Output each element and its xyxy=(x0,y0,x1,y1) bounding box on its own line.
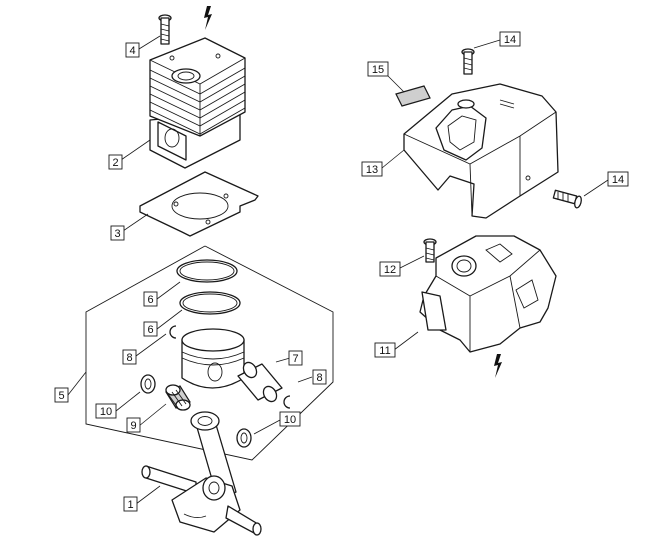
svg-text:6: 6 xyxy=(147,294,153,306)
callout-6-lower: 6 xyxy=(143,321,158,337)
svg-text:11: 11 xyxy=(379,345,390,357)
callout-15: 15 xyxy=(367,61,389,77)
svg-text:2: 2 xyxy=(112,157,118,169)
cover-screw-top xyxy=(461,48,475,75)
callout-8-right: 8 xyxy=(312,369,327,385)
svg-text:10: 10 xyxy=(100,406,112,418)
callout-1: 1 xyxy=(123,496,138,512)
svg-text:15: 15 xyxy=(372,64,384,76)
needle-bearing xyxy=(165,384,191,411)
svg-text:12: 12 xyxy=(384,264,396,276)
callout-5: 5 xyxy=(54,387,69,403)
crankshaft xyxy=(141,411,262,536)
svg-text:7: 7 xyxy=(292,353,298,365)
svg-text:9: 9 xyxy=(130,420,136,432)
callout-14-top: 14 xyxy=(499,31,521,47)
lightning-arrow-icon xyxy=(494,354,502,378)
svg-text:14: 14 xyxy=(504,34,516,46)
svg-text:3: 3 xyxy=(114,228,120,240)
callout-3: 3 xyxy=(110,225,125,241)
callout-14-side: 14 xyxy=(607,171,629,187)
callout-7: 7 xyxy=(288,350,303,366)
lightning-arrow-icon xyxy=(204,6,212,30)
svg-text:4: 4 xyxy=(129,45,135,57)
leader-lines xyxy=(67,35,609,505)
svg-text:5: 5 xyxy=(58,390,64,402)
shroud-screw xyxy=(423,238,437,263)
callout-12: 12 xyxy=(379,261,401,277)
callout-9: 9 xyxy=(126,417,141,433)
piston-kit-frame xyxy=(85,245,334,461)
callout-10-right: 10 xyxy=(279,411,301,427)
piston-pin xyxy=(237,361,283,403)
callout-2: 2 xyxy=(108,154,123,170)
piston xyxy=(181,328,245,389)
cylinder-gasket xyxy=(139,171,259,237)
circlip-right xyxy=(283,395,291,409)
callout-8-left: 8 xyxy=(122,349,137,365)
callout-6-upper: 6 xyxy=(143,291,158,307)
svg-text:8: 8 xyxy=(316,372,322,384)
thrust-washer-left xyxy=(140,374,156,394)
svg-text:1: 1 xyxy=(127,499,133,511)
cylinder-shroud xyxy=(419,235,557,353)
callout-11: 11 xyxy=(374,342,396,358)
svg-text:13: 13 xyxy=(366,164,378,176)
piston-ring-upper xyxy=(176,259,238,283)
circlip-upper xyxy=(169,325,177,339)
callout-4: 4 xyxy=(125,42,140,58)
svg-text:8: 8 xyxy=(126,352,132,364)
svg-text:6: 6 xyxy=(147,324,153,336)
svg-text:14: 14 xyxy=(612,174,624,186)
thrust-washer-right xyxy=(236,428,252,448)
cover-screw-side xyxy=(552,189,582,209)
callout-10-left: 10 xyxy=(95,403,117,419)
piston-ring-lower xyxy=(179,291,241,315)
decal-label xyxy=(395,85,431,107)
callout-13: 13 xyxy=(361,161,383,177)
cylinder-screw xyxy=(158,14,172,45)
svg-text:10: 10 xyxy=(284,414,296,426)
top-cover xyxy=(403,83,559,219)
cylinder xyxy=(149,37,246,169)
